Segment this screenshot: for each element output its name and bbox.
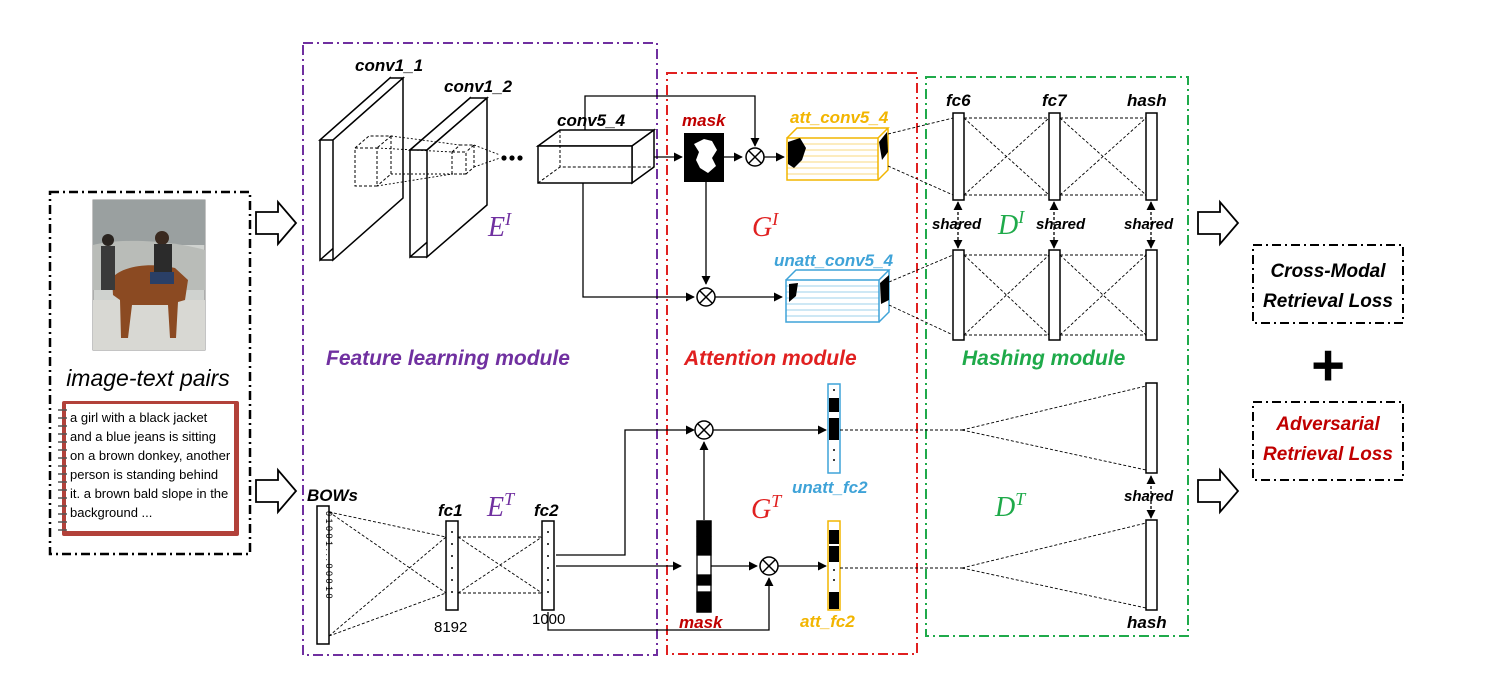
multiply-node-text-top: [694, 420, 714, 440]
shared-label-3: shared: [1124, 216, 1174, 233]
adversarial-loss-line-2: Retrieval Loss: [1263, 444, 1393, 465]
generator-text-label: GT: [751, 491, 783, 525]
receptive-field-lines: [376, 135, 501, 187]
output-arrow-image: [1197, 199, 1240, 247]
adversarial-loss-line-1: Adversarial: [1275, 414, 1380, 435]
discriminator-image-label: DI: [997, 207, 1025, 241]
generator-image-label: GI: [752, 209, 779, 243]
multiply-node-text-bottom: [759, 556, 779, 576]
feature-module-title: Feature learning module: [326, 347, 570, 370]
caption-line-6: background ...: [70, 505, 152, 520]
fc7-label: fc7: [1042, 91, 1068, 110]
fc2-vector: [541, 520, 555, 611]
fc6-top-bar: [952, 112, 965, 201]
unatt-conv5-4-label: unatt_conv5_4: [774, 251, 894, 270]
hash-text-bottom-bar: [1145, 519, 1158, 611]
encoder-image-label: EI: [487, 209, 512, 243]
conv5-4-layer: [535, 128, 657, 185]
att-conv-blot-left: [788, 138, 806, 168]
fc2-dots: [547, 531, 549, 593]
notebook: [58, 401, 239, 536]
att-conv5-4-label: att_conv5_4: [790, 108, 889, 127]
input-arrow-text: [255, 467, 298, 515]
hash-image-bottom-layers: [952, 249, 1158, 341]
att-fc2-vector: [827, 520, 841, 611]
hash-image-top-connections: [887, 117, 1147, 196]
unatt-conv-blot-right: [880, 275, 889, 304]
discriminator-text-label: DT: [994, 489, 1027, 523]
caption-line-2: and a blue jeans is sitting: [70, 429, 216, 444]
caption-line-3: on a brown donkey, another: [70, 448, 231, 463]
fc6-bottom-bar: [952, 249, 965, 341]
caption-line-4: person is standing behind: [70, 467, 218, 482]
feature-module-box: [302, 42, 658, 656]
unatt-fc2-label: unatt_fc2: [792, 478, 868, 497]
att-fc2-label: att_fc2: [800, 612, 855, 631]
fc7-bottom-bar: [1048, 249, 1061, 341]
mask-image-top: [684, 133, 724, 182]
attention-module-box: [666, 72, 918, 655]
shared-label-2: shared: [1036, 216, 1086, 233]
fc2-bottom-route: [547, 577, 774, 631]
conv5-skip-top: [584, 95, 760, 147]
fc2-to-unatt-route: [556, 425, 695, 556]
conv5-4-label: conv5_4: [557, 111, 626, 130]
hashing-module-title: Hashing module: [962, 347, 1126, 370]
cross-modal-loss-line-1: Cross-Modal: [1270, 261, 1386, 282]
mask-vector-bottom: [696, 520, 712, 613]
shared-label-1: shared: [932, 216, 982, 233]
unatt-conv-blot-left: [789, 283, 798, 302]
mask-top-label: mask: [682, 111, 727, 130]
ellipsis-dots: [501, 155, 523, 161]
fc1-dots: [451, 531, 453, 593]
fc2-size-label: 1000: [532, 611, 565, 628]
fc1-size-label: 8192: [434, 619, 467, 636]
multiply-node-top: [745, 147, 765, 167]
mask-bottom-label: mask: [679, 613, 724, 632]
conv1-2-layer: [407, 96, 490, 259]
encoder-text-label: ET: [486, 489, 516, 523]
hash-image-top-layers: [952, 112, 1158, 201]
shared-label-4: shared: [1124, 488, 1174, 505]
bows-label: BOWs: [307, 486, 358, 505]
hash-top-bar: [1145, 112, 1158, 201]
bows-bits: 0 1 0 0 1 . . . 0 0 0 1 0: [324, 511, 334, 599]
fc2-label: fc2: [534, 501, 559, 520]
cross-modal-loss-line-2: Retrieval Loss: [1263, 291, 1393, 312]
hash-image-bottom-connections: [888, 254, 1147, 336]
unatt-conv5-4-block: [785, 269, 891, 323]
conv5-skip-bottom: [582, 183, 695, 302]
pair-label: image-text pairs: [66, 365, 230, 391]
hashing-module-box: [925, 76, 1189, 637]
attention-module-title: Attention module: [683, 347, 857, 370]
photo-thumbnail: [92, 199, 206, 351]
caption-line-5: it. a brown bald slope in the: [70, 486, 228, 501]
hash-bottom-bar-image: [1145, 249, 1158, 341]
att-conv-blot-right: [879, 132, 888, 160]
fc1-vector: [445, 520, 459, 611]
hash-bottom-label: hash: [1127, 613, 1167, 632]
shared-arrows-image: [953, 201, 1156, 249]
hash-text-connections: [840, 385, 1147, 609]
conv1-2-label: conv1_2: [444, 77, 513, 96]
hash-top-label: hash: [1127, 91, 1167, 110]
conv1-1-layer: [318, 76, 405, 262]
fc6-label: fc6: [946, 91, 971, 110]
input-arrow-image: [255, 199, 298, 247]
unatt-fc2-vector: [827, 383, 841, 474]
output-arrow-text: [1197, 467, 1240, 515]
text-fc-connections: [328, 511, 543, 637]
multiply-node-middle: [696, 287, 716, 307]
caption-line-1: a girl with a black jacket: [70, 410, 208, 425]
fc7-top-bar: [1048, 112, 1061, 201]
bows-vector: [316, 505, 330, 645]
fc1-label: fc1: [438, 501, 463, 520]
hash-text-top-bar: [1145, 382, 1158, 474]
conv1-1-label: conv1_1: [355, 56, 423, 75]
plus-sign: +: [1311, 333, 1345, 398]
input-box: [48, 190, 252, 556]
